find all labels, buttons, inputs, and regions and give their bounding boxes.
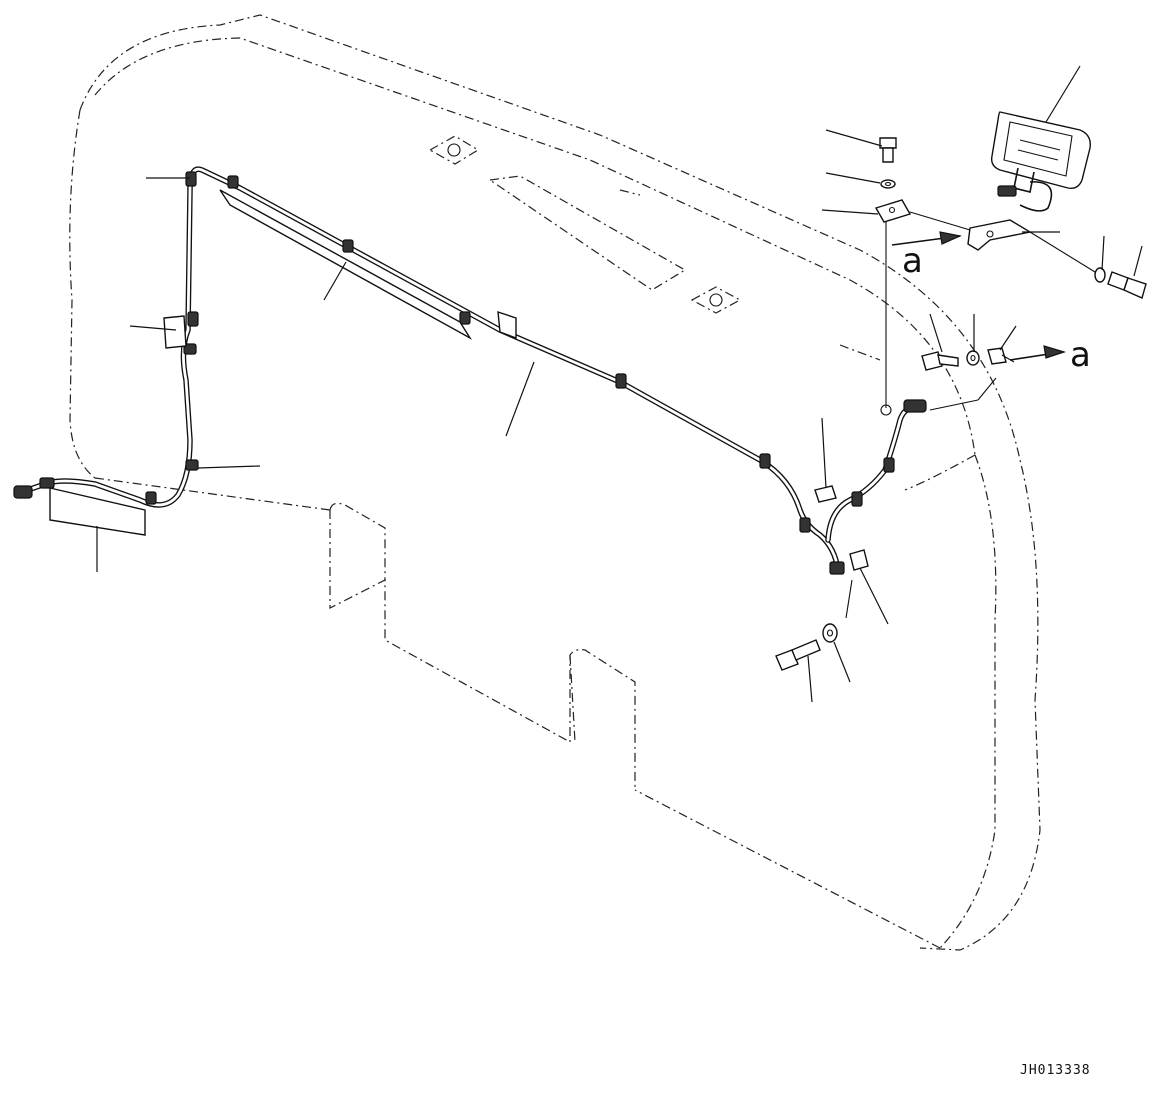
detail-arrow-right [1009, 345, 1066, 361]
lamp-bracket [967, 219, 1032, 251]
counterweight-outline [69, 14, 1041, 951]
hardware-lamp-bolt [1094, 267, 1147, 299]
leader-lines [96, 65, 1143, 703]
hardware-upper [874, 137, 1096, 416]
detail-marker-a-right: a [1070, 335, 1091, 375]
wiring-harness [19, 166, 923, 573]
harness-clips [13, 171, 927, 575]
detail-arrow-upper [891, 231, 962, 246]
work-lamp [990, 111, 1091, 212]
hardware-middle [921, 347, 1015, 411]
drawing-reference-id: JH013338 [1020, 1063, 1091, 1078]
harness-bracket [814, 485, 869, 571]
harness-sleeves [49, 189, 517, 536]
detail-marker-a-upper: a [902, 241, 923, 281]
hardware-lower [775, 579, 853, 671]
